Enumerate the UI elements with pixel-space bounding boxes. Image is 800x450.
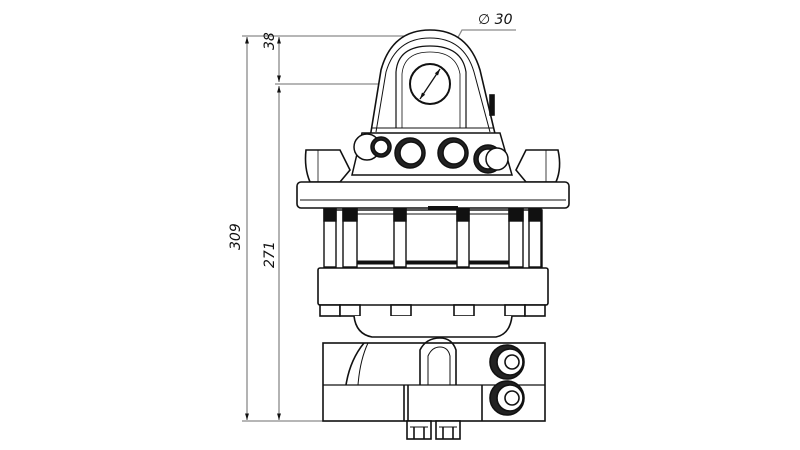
dimension-label-271: 271 bbox=[262, 241, 278, 268]
bolts bbox=[323, 208, 542, 268]
lifting-eye bbox=[369, 29, 498, 139]
upper-housing bbox=[351, 132, 513, 176]
diameter-value: 30 bbox=[494, 12, 513, 28]
lower-body bbox=[322, 337, 546, 440]
dimension-label-38: 38 bbox=[262, 32, 278, 50]
rotor-ring bbox=[317, 267, 549, 338]
dimension-value-271: 271 bbox=[262, 241, 278, 268]
dimension-label-diameter: ∅ 30 bbox=[478, 12, 512, 28]
dimension-label-309: 309 bbox=[228, 223, 244, 250]
dimension-value-309: 309 bbox=[228, 223, 244, 250]
diameter-arrow bbox=[419, 68, 441, 100]
dimension-value-38: 38 bbox=[262, 32, 278, 50]
diameter-symbol: ∅ bbox=[478, 12, 491, 28]
bolt-section bbox=[323, 208, 543, 271]
top-flange bbox=[296, 149, 570, 210]
